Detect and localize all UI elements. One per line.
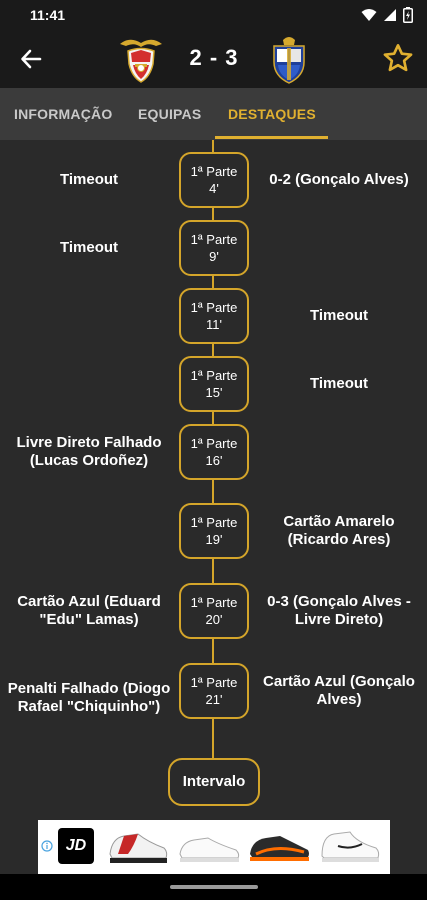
event-away-text: Timeout	[309, 375, 369, 392]
event-period: 1ª Parte	[190, 675, 238, 690]
tab-equipas[interactable]: EQUIPAS	[138, 106, 202, 122]
event-home-text: Timeout	[59, 239, 119, 256]
event-away-text: Cartão Amarelo (Ricardo Ares)	[283, 513, 395, 548]
event-away-text: 0-3 (Gonçalo Alves - Livre Direto)	[267, 593, 411, 628]
event-period: 1ª Parte	[190, 515, 238, 530]
event-time-node: 1ª Parte 9'	[179, 220, 249, 276]
event-home-text	[6, 503, 172, 559]
event-period: 1ª Parte	[190, 595, 238, 610]
event-away-text	[256, 424, 422, 480]
event-time-node: 1ª Parte 11'	[179, 288, 249, 344]
ad-sneaker-image	[179, 837, 240, 862]
event-period: 1ª Parte	[190, 300, 238, 315]
event-period: 1ª Parte	[190, 436, 238, 451]
tab-informacao[interactable]: INFORMAÇÃO	[14, 106, 113, 122]
tab-destaques[interactable]: DESTAQUES	[228, 106, 316, 122]
event-away-text	[256, 220, 422, 276]
tab-bar: INFORMAÇÃO EQUIPAS DESTAQUES	[0, 88, 427, 140]
interval-marker: Intervalo	[168, 758, 260, 806]
event-period: 1ª Parte	[190, 368, 238, 383]
event-minute: 9'	[209, 249, 219, 264]
event-time-node: 1ª Parte 20'	[179, 583, 249, 639]
event-away-text: 0-2 (Gonçalo Alves)	[269, 171, 409, 188]
event-minute: 4'	[209, 181, 219, 196]
event-home-text: Cartão Azul (Eduard "Edu" Lamas)	[17, 593, 161, 628]
home-gesture-handle[interactable]	[170, 885, 258, 889]
ad-sneaker-image	[109, 833, 168, 863]
event-period: 1ª Parte	[190, 164, 238, 179]
star-outline-icon	[383, 44, 413, 72]
event-time-node: 1ª Parte 21'	[179, 663, 249, 719]
status-bar: 11:41	[0, 0, 427, 30]
back-arrow-icon	[21, 49, 42, 69]
system-nav-bar	[0, 874, 427, 900]
wifi-icon	[361, 9, 377, 21]
ad-info-icon[interactable]	[41, 840, 53, 852]
ad-sneaker-image	[321, 831, 380, 862]
status-icons	[361, 7, 413, 23]
event-minute: 16'	[205, 453, 223, 468]
home-team-crest-icon[interactable]	[118, 34, 164, 84]
match-score: 2 - 3	[189, 45, 239, 70]
signal-icon	[384, 9, 396, 21]
event-minute: 20'	[205, 612, 223, 627]
away-team-crest-icon[interactable]	[266, 34, 312, 84]
event-minute: 11'	[206, 317, 222, 332]
match-header: 2 - 3	[0, 30, 427, 88]
ad-banner[interactable]: JD	[38, 820, 390, 874]
ad-sneaker-image	[250, 836, 309, 861]
event-home-text	[6, 288, 172, 344]
event-minute: 21'	[205, 692, 223, 707]
event-time-node: 1ª Parte 15'	[179, 356, 249, 412]
favorite-button[interactable]	[381, 41, 415, 75]
event-time-node: 1ª Parte 4'	[179, 152, 249, 208]
ad-brand-logo: JD	[58, 828, 94, 864]
active-tab-indicator	[215, 136, 328, 139]
event-home-text: Penalti Falhado (Diogo Rafael "Chiquinho…	[7, 680, 171, 715]
battery-icon	[403, 7, 413, 23]
event-home-text: Livre Direto Falhado (Lucas Ordoñez)	[16, 434, 162, 469]
event-home-text	[6, 356, 172, 412]
back-button[interactable]	[16, 44, 46, 74]
event-time-node: 1ª Parte 19'	[179, 503, 249, 559]
event-minute: 19'	[205, 532, 223, 547]
event-home-text: Timeout	[59, 171, 119, 188]
event-away-text: Timeout	[309, 307, 369, 324]
event-minute: 15'	[205, 385, 223, 400]
event-away-text: Cartão Azul (Gonçalo Alves)	[263, 673, 415, 708]
status-time: 11:41	[30, 7, 66, 23]
event-period: 1ª Parte	[190, 232, 238, 247]
event-time-node: 1ª Parte 16'	[179, 424, 249, 480]
